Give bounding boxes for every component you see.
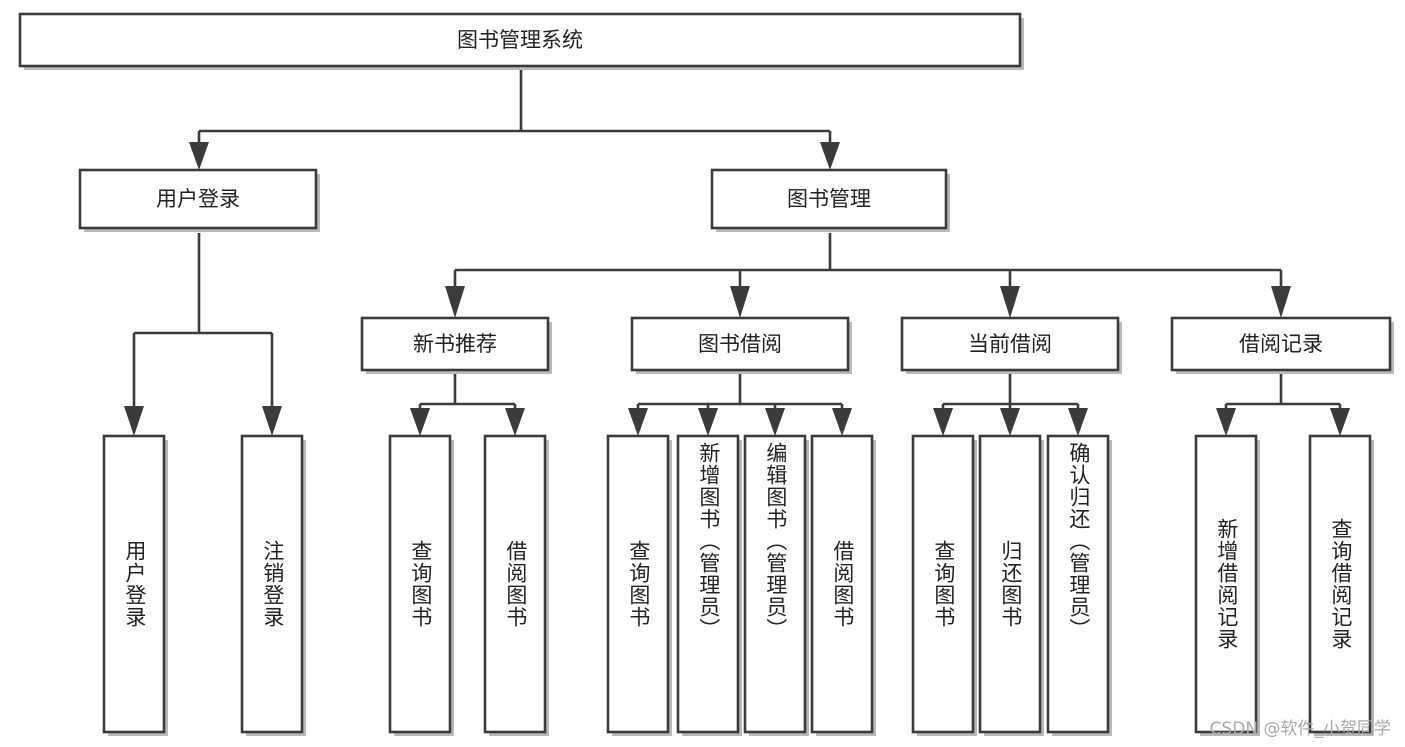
arrow-cb-l3 (1068, 408, 1088, 436)
leaf-current-borrow-1[interactable]: 查询图书 (911, 434, 977, 736)
leaf-new-book-2[interactable]: 借阅图书 (483, 434, 549, 736)
arrow-to-current-borrow (1000, 286, 1020, 318)
node-new-book-recommend[interactable]: 新书推荐 (360, 316, 552, 374)
arrow-ul-leaf2 (262, 406, 282, 436)
node-root-label: 图书管理系统 (457, 28, 583, 52)
leaf-borrow-record-1-label: 新增借阅记录 (1214, 518, 1239, 650)
leaf-current-borrow-1-box (911, 434, 975, 734)
node-user-login[interactable]: 用户登录 (78, 168, 320, 232)
node-current-borrow-box (900, 316, 1120, 372)
arrow-bb-l4 (832, 408, 852, 436)
leaf-book-borrow-1-label: 查询图书 (626, 540, 651, 628)
leaf-book-borrow-2-label: 新增图书（管理员） (696, 442, 721, 640)
leaf-current-borrow-3-label: 确认归还（管理员） (1066, 442, 1091, 640)
arrow-to-new-book (445, 286, 465, 318)
arrow-to-user-login (189, 142, 209, 170)
leaf-current-borrow-3-box (1046, 434, 1110, 734)
node-borrow-record-box (1170, 316, 1392, 372)
arrow-bb-l3 (765, 408, 785, 436)
node-borrow-record-label: 借阅记录 (1239, 332, 1323, 356)
leaf-user-login-1-box (102, 434, 166, 734)
connector-group (124, 69, 1350, 436)
arrow-br-l2 (1330, 408, 1350, 436)
node-root-box (18, 12, 1022, 68)
leaf-book-borrow-4-label: 借阅图书 (830, 540, 855, 628)
node-user-login-label: 用户登录 (156, 187, 240, 211)
node-book-borrow-label: 图书借阅 (698, 332, 782, 356)
node-book-management-label: 图书管理 (787, 187, 871, 211)
leaf-book-borrow-1-box (606, 434, 670, 734)
arrow-bb-l2 (698, 408, 718, 436)
node-borrow-record[interactable]: 借阅记录 (1170, 316, 1394, 374)
leaf-new-book-2-label: 借阅图书 (503, 540, 528, 628)
node-user-login-box (78, 168, 318, 230)
node-new-book-recommend-label: 新书推荐 (413, 332, 497, 356)
node-book-management-box (710, 168, 948, 230)
leaf-user-login-1-label: 用户登录 (122, 540, 147, 628)
arrow-cb-l1 (933, 408, 953, 436)
leaf-borrow-record-1-box (1194, 434, 1258, 734)
leaf-borrow-record-2-label: 查询借阅记录 (1328, 518, 1353, 650)
leaf-book-borrow-4-box (810, 434, 874, 734)
leaf-book-borrow-4[interactable]: 借阅图书 (810, 434, 876, 736)
arrow-br-l1 (1216, 408, 1236, 436)
leaf-book-borrow-3-label: 编辑图书（管理员） (763, 442, 788, 640)
leaf-user-login-2[interactable]: 注销登录 (240, 434, 306, 736)
leaf-current-borrow-3[interactable]: 确认归还（管理员） (1046, 434, 1112, 736)
arrow-to-book-mgmt (820, 142, 840, 170)
node-root[interactable]: 图书管理系统 (18, 12, 1024, 70)
leaf-new-book-2-box (483, 434, 547, 734)
leaf-book-borrow-2[interactable]: 新增图书（管理员） (676, 434, 742, 736)
node-book-borrow-box (630, 316, 850, 372)
node-current-borrow[interactable]: 当前借阅 (900, 316, 1122, 374)
leaf-new-book-1-label: 查询图书 (408, 540, 433, 628)
leaf-current-borrow-2[interactable]: 归还图书 (978, 434, 1044, 736)
node-new-book-recommend-box (360, 316, 550, 372)
leaf-user-login-2-label: 注销登录 (260, 540, 285, 628)
arrow-cb-l2 (1000, 408, 1020, 436)
arrow-nb-l2 (505, 408, 525, 436)
leaf-borrow-record-2[interactable]: 查询借阅记录 (1308, 434, 1374, 736)
leaf-current-borrow-2-box (978, 434, 1042, 734)
arrow-to-book-borrow (730, 286, 750, 318)
node-book-management[interactable]: 图书管理 (710, 168, 950, 232)
node-current-borrow-label: 当前借阅 (968, 332, 1052, 356)
arrow-nb-l1 (410, 408, 430, 436)
leaf-borrow-record-1[interactable]: 新增借阅记录 (1194, 434, 1260, 736)
leaf-book-borrow-3[interactable]: 编辑图书（管理员） (743, 434, 809, 736)
leaf-book-borrow-2-box (676, 434, 740, 734)
leaf-new-book-1-box (388, 434, 452, 734)
leaf-book-borrow-3-box (743, 434, 807, 734)
leaf-current-borrow-2-label: 归还图书 (998, 540, 1023, 628)
leaf-new-book-1[interactable]: 查询图书 (388, 434, 454, 736)
leaf-book-borrow-1[interactable]: 查询图书 (606, 434, 672, 736)
arrow-ul-leaf1 (124, 406, 144, 436)
leaf-borrow-record-2-box (1308, 434, 1372, 734)
leaf-current-borrow-1-label: 查询图书 (931, 540, 956, 628)
arrow-bb-l1 (628, 408, 648, 436)
node-book-borrow[interactable]: 图书借阅 (630, 316, 852, 374)
leaf-user-login-2-box (240, 434, 304, 734)
leaf-user-login-1[interactable]: 用户登录 (102, 434, 168, 736)
arrow-to-borrow-record (1271, 286, 1291, 318)
